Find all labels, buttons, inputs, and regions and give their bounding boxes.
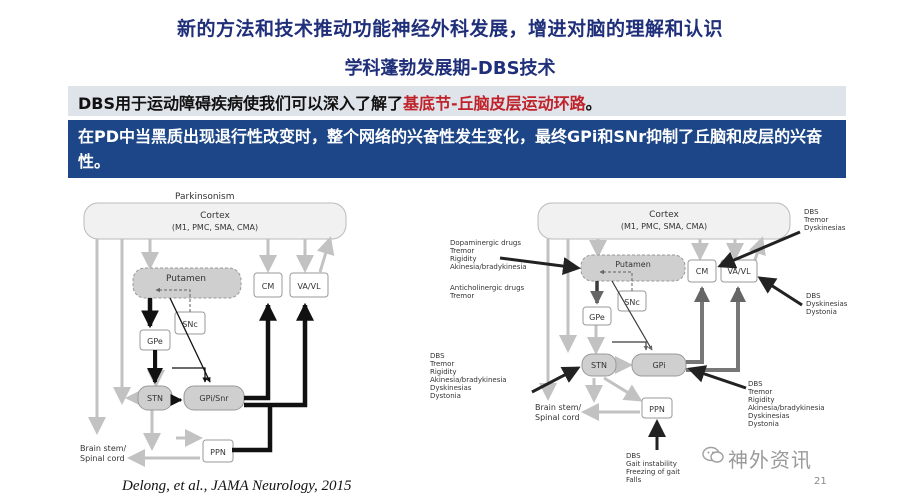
wechat-icon <box>702 446 724 463</box>
left-cm-box <box>253 272 283 298</box>
right-cortex-label: Cortex <box>649 210 679 220</box>
cm-dbs-annotation: DBS Tremor Dyskinesias <box>803 208 846 232</box>
right-cortex-box <box>537 202 791 240</box>
left-vavl-box <box>289 272 329 298</box>
intro-highlight: 基底节-丘脑皮层运动环路 <box>403 94 586 113</box>
right-snc-label: SNc <box>624 298 639 307</box>
intro-prefix: DBS用于运动障碍疾病使我们可以深入了解了 <box>78 94 404 113</box>
right-brainstem-label: Brain stem/ <box>535 403 582 412</box>
right-stn-label: STN <box>591 361 607 370</box>
right-cm-label: CM <box>696 267 709 276</box>
anticholinergic-line: Tremor <box>449 292 474 300</box>
left-snc-label: SNc <box>182 320 197 329</box>
gpi-dbs-annotation: DBS Tremor Rigidity Akinesia/bradykinesi… <box>747 380 827 428</box>
gpi-dbs-line: DBS <box>748 380 763 388</box>
citation: Delong, et al., JAMA Neurology, 2015 <box>122 478 352 494</box>
left-stn-label: STN <box>147 394 163 403</box>
gpi-dbs-line: Rigidity <box>748 396 774 404</box>
stn-dbs-line: Tremor <box>429 360 454 368</box>
right-vavl-label: VA/VL <box>727 267 751 276</box>
dopaminergic-line: Akinesia/bradykinesia <box>450 263 527 271</box>
dopaminergic-line: Dopaminergic drugs <box>450 239 521 247</box>
left-ppn-label: PPN <box>210 448 226 457</box>
left-vavl-label: VA/VL <box>297 282 321 291</box>
stn-dbs-annotation: DBS Tremor Rigidity Akinesia/bradykinesi… <box>429 352 509 400</box>
dopaminergic-annotation: Dopaminergic drugs Tremor Rigidity Akine… <box>449 239 527 271</box>
ppn-dbs-line: Gait instability <box>626 460 677 468</box>
right-cortex-sublabel: (M1, PMC, SMA, CMA) <box>621 222 707 231</box>
left-diagram-title: Parkinsonism <box>175 192 235 202</box>
ppn-dbs-line: DBS <box>626 452 641 460</box>
page-subtitle: 学科蓬勃发展期-DBS技术 <box>344 58 556 79</box>
right-brainstem-sublabel: Spinal cord <box>535 413 580 422</box>
gpi-dbs-line: Dystonia <box>748 420 779 428</box>
vavl-dbs-line: Dyskinesias <box>806 300 848 308</box>
left-cortex-label: Cortex <box>200 211 230 221</box>
ppn-dbs-line: Freezing of gait <box>626 468 680 476</box>
right-ppn-label: PPN <box>649 405 665 414</box>
anticholinergic-line: Anticholinergic drugs <box>450 284 525 292</box>
left-brainstem-sublabel: Spinal cord <box>80 454 125 463</box>
left-putamen-label: Putamen <box>166 274 206 284</box>
right-gpi-label: GPi <box>652 361 665 370</box>
anticholinergic-annotation: Anticholinergic drugs Tremor <box>449 284 526 300</box>
left-brainstem-label: Brain stem/ <box>80 444 127 453</box>
intro-suffix: 。 <box>585 94 602 113</box>
left-black-pathways <box>141 297 314 453</box>
gpi-dbs-line: Dyskinesias <box>748 412 790 420</box>
stn-dbs-line: Dystonia <box>430 392 461 400</box>
cm-dbs-line: Dyskinesias <box>804 224 846 232</box>
left-cm-label: CM <box>262 282 275 291</box>
right-snc-dashed-path <box>599 269 633 291</box>
dopaminergic-line: Tremor <box>449 247 474 255</box>
watermark-text: 神外资讯 <box>728 448 812 472</box>
right-stn-box <box>581 353 617 377</box>
vavl-dbs-line: Dystonia <box>806 308 837 316</box>
intro-box: DBS用于运动障碍疾病使我们可以深入了解了基底节-丘脑皮层运动环路。 <box>68 86 846 116</box>
gpi-dbs-line: Akinesia/bradykinesia <box>748 404 825 412</box>
note-box: 在PD中当黑质出现退行性改变时，整个网络的兴奋性发生变化，最终GPi和SNr抑制… <box>68 120 846 178</box>
vavl-dbs-annotation: DBS Dyskinesias Dystonia <box>806 292 850 316</box>
right-ppn-box <box>641 397 673 419</box>
right-putamen-box <box>580 254 686 282</box>
ppn-dbs-line: Falls <box>626 476 642 484</box>
ppn-dbs-annotation: DBS Gait instability Freezing of gait Fa… <box>626 452 682 484</box>
left-snc-dashed-path <box>155 287 191 312</box>
page-title: 新的方法和技术推动功能神经外科发展，增进对脑的理解和认识 <box>176 18 723 40</box>
stn-dbs-line: DBS <box>430 352 445 360</box>
right-gpe-box <box>582 306 612 326</box>
left-gpi-snr-label: GPi/Snr <box>199 394 229 403</box>
left-cortex-box <box>83 202 347 240</box>
right-gpe-label: GPe <box>589 313 605 322</box>
right-diagram: Cortex (M1, PMC, SMA, CMA) Putamen SNc G… <box>429 202 850 484</box>
gpi-dbs-line: Tremor <box>747 388 772 396</box>
right-cm-box <box>687 259 717 283</box>
stn-dbs-line: Akinesia/bradykinesia <box>430 376 507 384</box>
right-putamen-label: Putamen <box>615 260 651 269</box>
dopaminergic-line: Rigidity <box>450 255 476 263</box>
left-cortex-sublabel: (M1, PMC, SMA, CMA) <box>172 223 258 232</box>
stn-dbs-line: Dyskinesias <box>430 384 472 392</box>
right-gpi-box <box>631 353 687 377</box>
page-number: 21 <box>814 476 827 487</box>
vavl-dbs-line: DBS <box>806 292 821 300</box>
left-gpe-label: GPe <box>147 337 163 346</box>
right-intervention-arrows <box>499 230 803 450</box>
stn-dbs-line: Rigidity <box>430 368 456 376</box>
cm-dbs-line: DBS <box>804 208 819 216</box>
cm-dbs-line: Tremor <box>803 216 828 224</box>
left-diagram: Parkinsonism Cortex (M1, PMC, SMA, CMA) … <box>80 192 347 467</box>
